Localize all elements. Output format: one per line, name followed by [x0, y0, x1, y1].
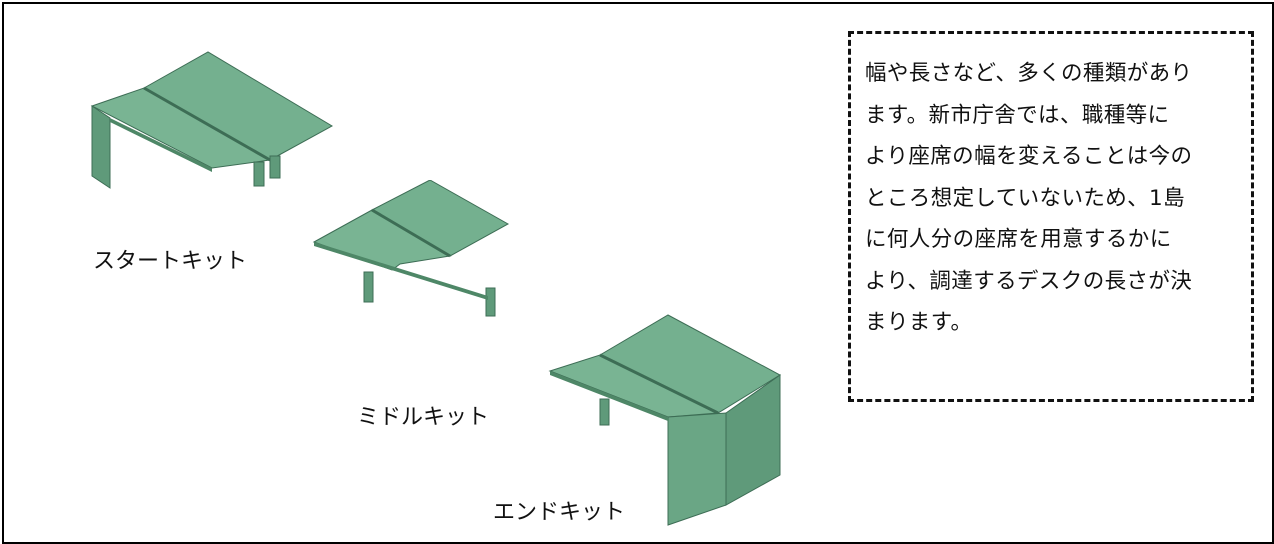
middle-kit-leg: [485, 287, 496, 317]
middle-kit-label: ミドルキット: [357, 405, 490, 430]
start-kit-desk-illustration: [90, 51, 334, 189]
end-kit-desk-illustration: [548, 314, 782, 526]
note-line: に何人分の座席を用意するかに: [865, 227, 1172, 252]
middle-kit-desk-illustration: [312, 180, 510, 317]
start-kit-label: スタートキット: [93, 249, 248, 274]
explanation-note-box: 幅や長さなど、多くの種類があり ます。新市庁舎では、職種等に より座席の幅を変え…: [848, 31, 1254, 402]
note-line: ます。新市庁舎では、職種等に: [865, 102, 1170, 128]
note-line: まります。: [865, 310, 973, 335]
note-line: ところ想定していないため、1島: [865, 185, 1186, 211]
note-line: 幅や長さなど、多くの種類があり: [865, 61, 1193, 86]
end-kit-label: エンドキット: [493, 500, 626, 525]
note-line: より、調達するデスクの長さが決: [865, 268, 1193, 294]
end-kit-side-panel-front: [667, 412, 727, 526]
middle-kit-leg: [363, 271, 374, 303]
note-line: より座席の幅を変えることは今の: [865, 144, 1193, 169]
end-kit-side-panel-right: [725, 374, 781, 506]
end-kit-leg: [599, 398, 610, 426]
start-kit-side-panel: [91, 105, 111, 189]
start-kit-leg: [253, 161, 265, 187]
start-kit-leg: [269, 155, 281, 179]
